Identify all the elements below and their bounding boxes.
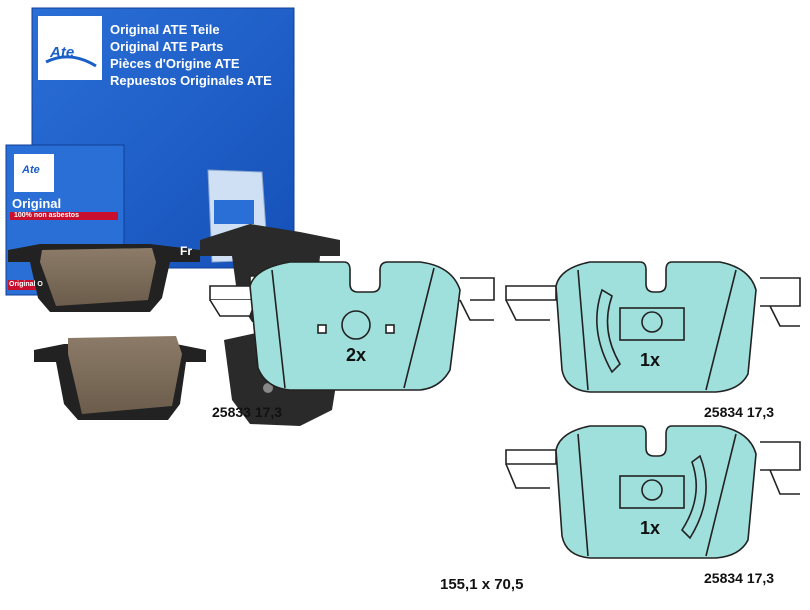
small-box-sub: 100% non asbestos: [14, 212, 79, 219]
ate-logo-small-icon: [14, 154, 54, 192]
box-line-3: Pièces d'Origine ATE: [110, 56, 240, 71]
small-box-corner: Original O: [9, 281, 43, 288]
pad-drawing-25834-bottom: [505, 425, 801, 559]
box-side-text: Fr: [180, 244, 192, 258]
pad-3-code: 25834 17,3: [704, 570, 775, 586]
pad-dimensions: 155,1 x 70,5: [440, 576, 524, 593]
pad-2-quantity: 1x: [640, 350, 661, 370]
pad-1-quantity: 2x: [346, 345, 367, 365]
box-line-4: Repuestos Originales ATE: [110, 73, 272, 88]
pad-2-code: 25834 17,3: [704, 404, 775, 420]
ate-logo-small-text: Ate: [22, 164, 40, 176]
photo-brake-pad-bottom: [34, 336, 206, 420]
pad-drawing-25834-top: [505, 261, 801, 393]
box-line-2: Original ATE Parts: [110, 39, 224, 54]
pad-3-quantity: 1x: [640, 518, 661, 538]
ate-logo-text: Ate: [50, 44, 75, 61]
photo-brake-pad-top: [8, 244, 200, 312]
small-box-label: Original: [12, 196, 62, 211]
ate-logo-icon: [38, 16, 102, 80]
pad-1-code: 25833 17,3: [212, 404, 283, 420]
box-line-1: Original ATE Teile: [110, 22, 220, 37]
pad-drawing-25833: [209, 261, 495, 391]
